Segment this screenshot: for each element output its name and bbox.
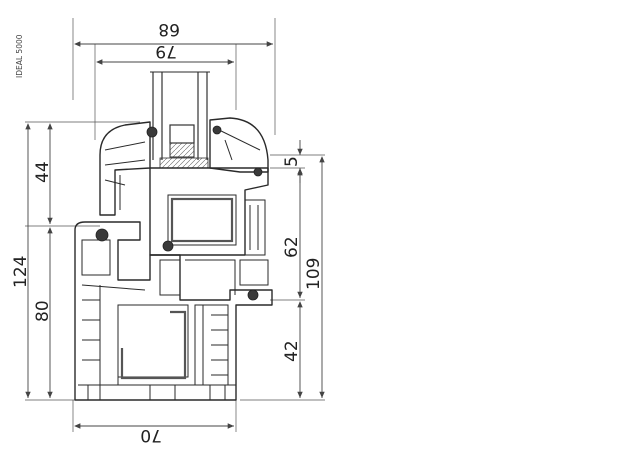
dim-top-outer: 68 — [158, 19, 180, 39]
gaskets — [95, 125, 263, 301]
frame-profile — [74, 221, 273, 401]
dimension-labels: 68 79 44 124 80 5 62 42 109 70 — [11, 19, 324, 445]
dim-left-total: 124 — [11, 256, 31, 288]
glazing-unit — [150, 71, 210, 169]
dim-right-small: 5 — [282, 156, 302, 167]
dimension-lines — [25, 41, 325, 429]
dim-left-lower: 80 — [33, 300, 53, 322]
dim-bottom: 70 — [140, 425, 162, 445]
sash-profile — [99, 117, 269, 256]
brand-label: IDEAL 5000 — [15, 34, 24, 78]
dim-right-total: 109 — [304, 258, 324, 290]
dim-left-upper: 44 — [33, 161, 53, 183]
profile-body — [74, 71, 273, 401]
extension-lines — [25, 18, 325, 432]
dim-right-mid: 62 — [282, 236, 302, 258]
dim-top-inner: 79 — [155, 41, 177, 61]
dim-right-lower: 42 — [282, 340, 302, 362]
